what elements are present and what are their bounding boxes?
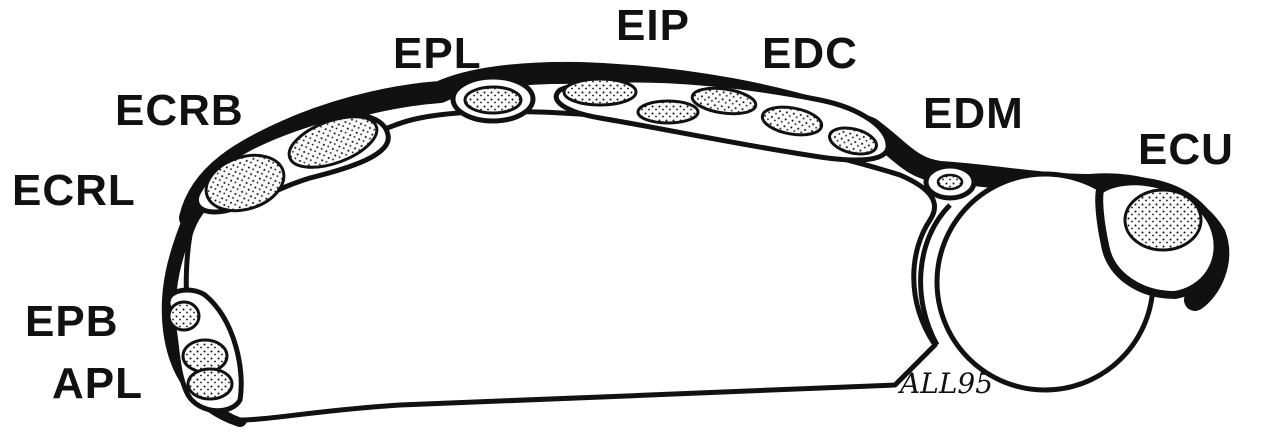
label-eip: EIP [616, 1, 690, 50]
ecu-tendon [1125, 190, 1201, 250]
epl-tendon [465, 87, 521, 113]
label-edc: EDC [762, 29, 858, 78]
label-edm: EDM [923, 89, 1024, 138]
label-ecu: ECU [1138, 125, 1234, 174]
apl-tendon-a [183, 340, 227, 372]
label-epb: EPB [25, 297, 118, 346]
epl-compartment [453, 77, 533, 121]
artist-signature: ALL95 [897, 367, 993, 400]
label-ecrl: ECRL [12, 166, 136, 215]
apl-tendon-b [188, 369, 232, 399]
edm-compartment [926, 166, 974, 198]
label-ecrb: ECRB [115, 86, 244, 135]
eip-tendon-a [564, 79, 636, 105]
epb-tendon [169, 302, 199, 330]
label-epl: EPL [393, 29, 482, 78]
eip-tendon-b [638, 101, 698, 123]
label-apl: APL [52, 359, 143, 408]
edm-tendon [938, 175, 962, 189]
